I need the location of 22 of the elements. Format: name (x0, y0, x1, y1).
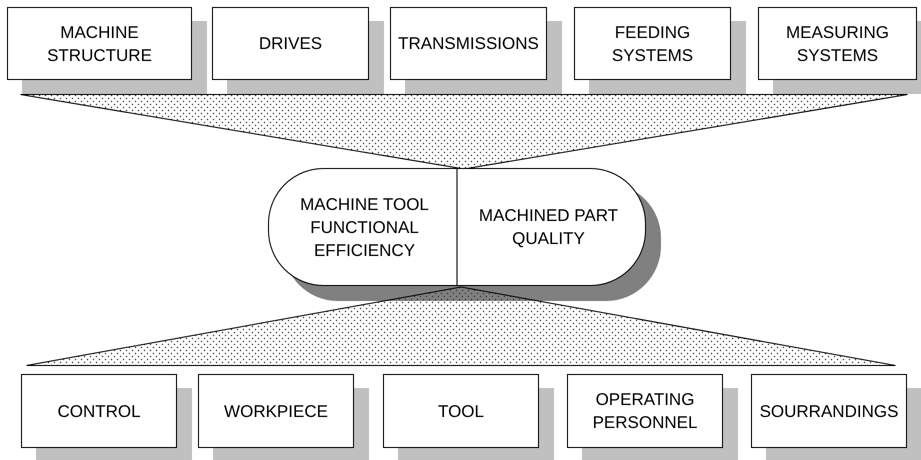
factor-box (390, 7, 547, 80)
factor-box (751, 374, 907, 448)
box-label: FEEDING SYSTEMS (610, 22, 694, 66)
factor-box (198, 374, 354, 448)
factor-box (758, 7, 917, 80)
box-label: MEASURING SYSTEMS (785, 22, 890, 66)
box-label: MACHINE STRUCTURE (46, 22, 153, 66)
box-label: WORKPIECE (224, 400, 328, 422)
factor-box (7, 7, 192, 80)
factor-box (21, 374, 177, 448)
box-label: TRANSMISSIONS (398, 33, 539, 55)
factor-box (574, 7, 731, 80)
box-label: SOURRANDINGS (760, 400, 898, 422)
factor-box (567, 374, 723, 448)
box-label: TOOL (438, 400, 484, 422)
box-label: OPERATING PERSONNEL (592, 389, 698, 434)
box-label: DRIVES (258, 33, 322, 55)
box-label: MACHINED PART QUALITY (478, 205, 620, 250)
factor-box (383, 374, 539, 448)
box-label: CONTROL (57, 400, 141, 422)
box-label: MACHINE TOOL FUNCTIONAL EFFICIENCY (299, 194, 430, 262)
factor-box (212, 7, 369, 80)
